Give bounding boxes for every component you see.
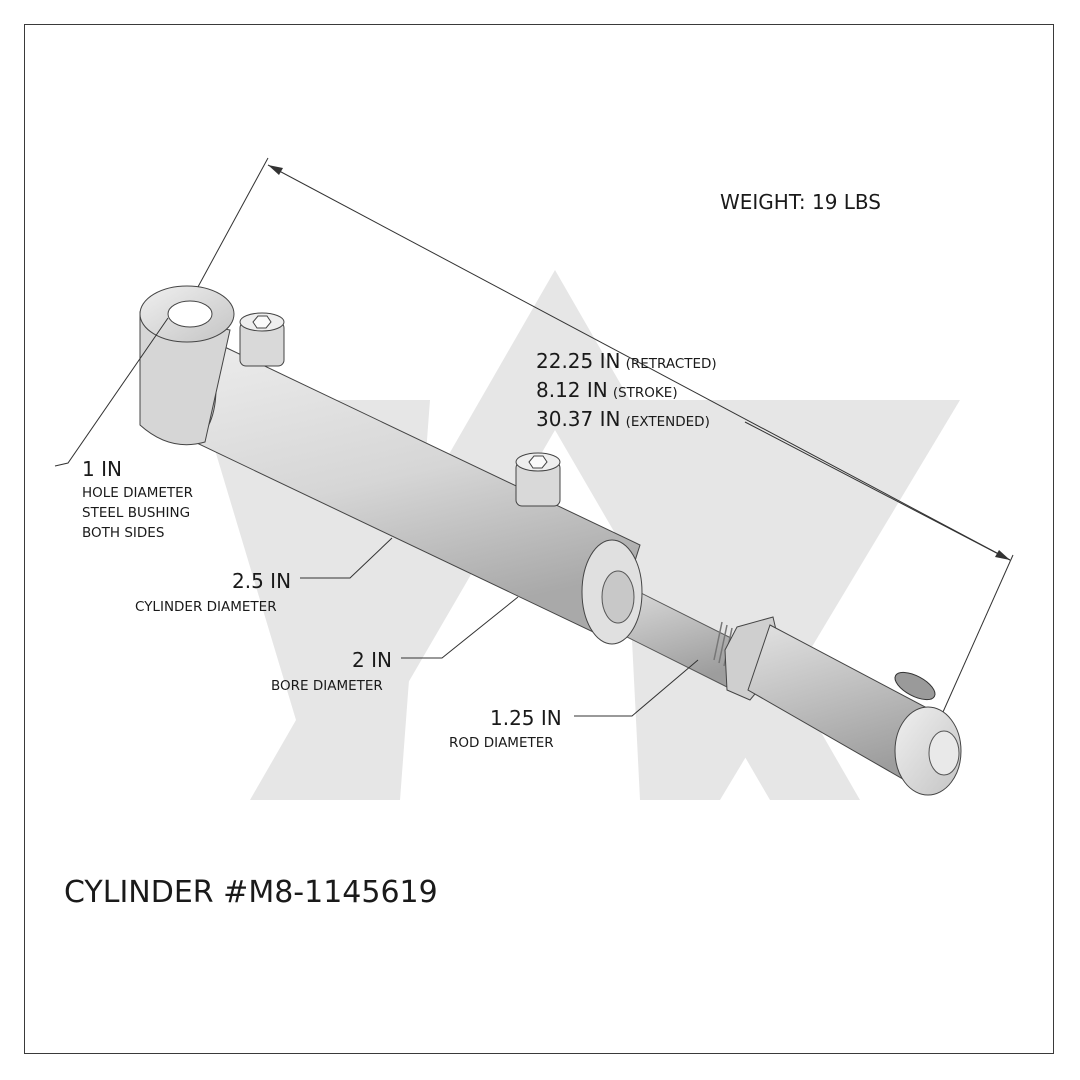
- rod-end: [724, 616, 962, 796]
- stroke-length: 8.12 IN (STROKE): [536, 380, 678, 401]
- drawing-title: CYLINDER #M8-1145619: [64, 875, 438, 910]
- rod-diameter-desc: ROD DIAMETER: [449, 735, 554, 751]
- arrow-right-icon: [995, 550, 1010, 560]
- dimension-note: (RETRACTED): [625, 356, 717, 372]
- overall-length-dimension: [267, 164, 1011, 561]
- dimension-value: 22.25 IN: [536, 349, 621, 373]
- retracted-length: 22.25 IN (RETRACTED): [536, 351, 717, 372]
- dimension-value: 8.12 IN: [536, 378, 608, 402]
- dimension-value: 30.37 IN: [536, 407, 621, 431]
- arrow-left-icon: [268, 165, 283, 175]
- cylinder-diameter-value: 2.5 IN: [232, 569, 292, 593]
- hole-sides-desc: BOTH SIDES: [82, 525, 165, 541]
- drawing-border: [24, 24, 1054, 1054]
- extended-length: 30.37 IN (EXTENDED): [536, 409, 710, 430]
- cylinder-leader: [300, 537, 393, 579]
- weight-label: WEIGHT: 19 LBS: [720, 190, 881, 214]
- bore-diameter-value: 2 IN: [352, 648, 392, 672]
- dimension-note: (EXTENDED): [625, 414, 710, 430]
- hole-leader: [54, 317, 169, 467]
- bore-leader: [401, 596, 519, 659]
- hole-diameter-desc: HOLE DIAMETER: [82, 485, 194, 501]
- hole-diameter-value: 1 IN: [82, 457, 122, 481]
- hydraulic-port-1: [239, 312, 285, 367]
- hole-bushing-desc: STEEL BUSHING: [82, 505, 191, 521]
- leader-lines: [54, 317, 699, 717]
- base-clevis: [139, 285, 235, 446]
- rod-diameter-value: 1.25 IN: [490, 706, 562, 730]
- extension-line-right: [942, 554, 1014, 713]
- cylinder-diameter-desc: CYLINDER DIAMETER: [135, 599, 277, 615]
- hydraulic-port-2: [515, 452, 561, 507]
- bore-diameter-desc: BORE DIAMETER: [271, 678, 383, 694]
- dimension-note: (STROKE): [612, 385, 678, 401]
- rod-leader: [574, 659, 699, 717]
